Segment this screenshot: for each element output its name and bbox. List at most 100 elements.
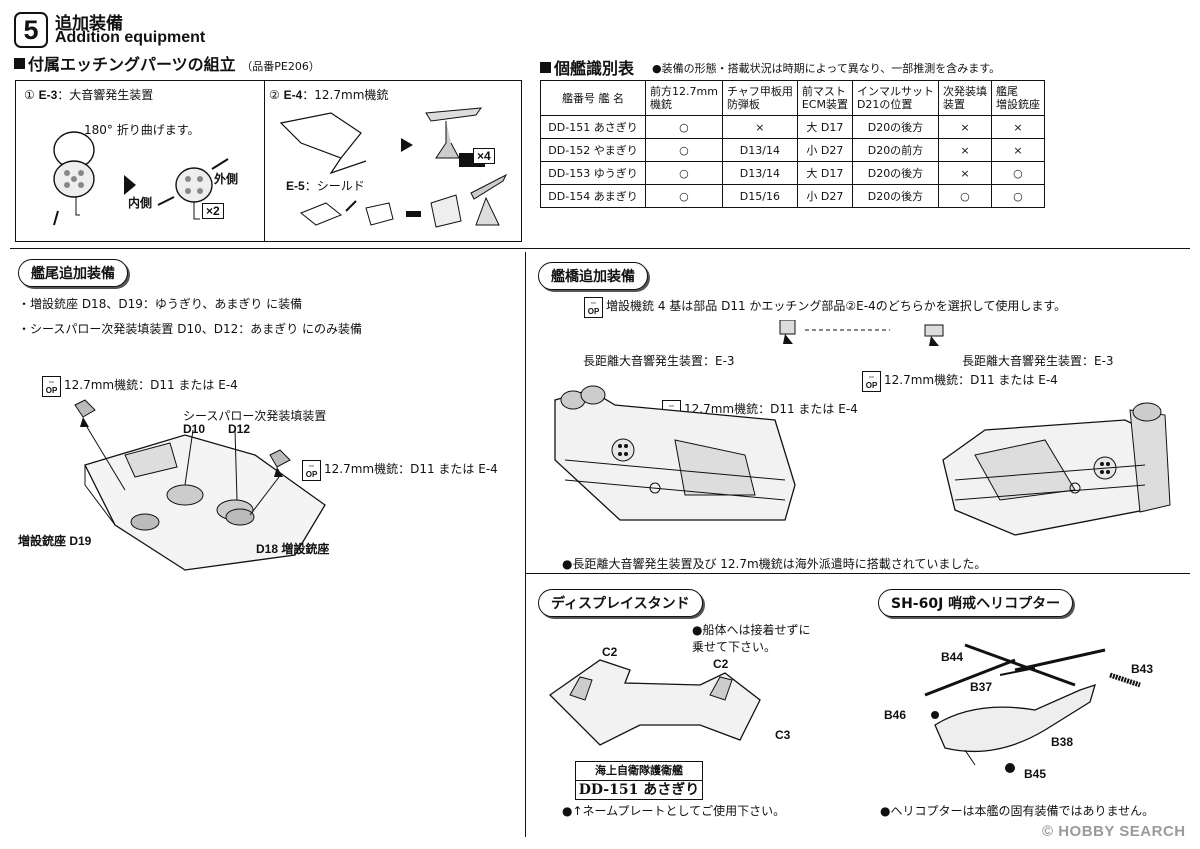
table-cell: × <box>937 115 992 139</box>
table-cell: DD-152 やまぎり <box>540 138 646 162</box>
bridge-diagrams <box>554 320 1171 536</box>
etching-section-title: 付属エッチングパーツの組立 （品番PE206） <box>14 51 320 75</box>
stand-note: ●船体へは接着せずに 乗せて下さい。 <box>692 623 811 654</box>
outer-side-label: 外側 <box>214 172 239 186</box>
inner-side-label: 内側 <box>128 196 153 210</box>
e4-diagram <box>279 107 508 228</box>
square-bullet-icon <box>540 62 551 73</box>
table-cell: ○ <box>990 161 1045 185</box>
heli-footer-note: ●ヘリコプターは本艦の固有装備ではありません。 <box>880 804 1155 818</box>
table-cell: × <box>721 115 798 139</box>
stern-note-2: ・シースパロー次発装填装置 D10、D12：あまぎり にのみ装備 <box>18 322 363 336</box>
table-row: DD-151 あさぎり ○ × 大 D17 D20の後方 × × <box>540 115 1045 139</box>
horizontal-divider <box>10 248 1190 249</box>
part-c3: C3 <box>775 728 791 742</box>
stern-ship-diagram <box>74 399 326 571</box>
table-header-cell: 艦尾 増設銃座 <box>990 80 1045 116</box>
table-cell: D13/14 <box>721 138 798 162</box>
stand-footer-note: ●↑ネームプレートとしてご使用下さい。 <box>562 804 786 818</box>
heli-section-title: SH-60J 哨戒ヘリコプター <box>878 589 1074 617</box>
table-header-cell: インマルサット D21の位置 <box>851 80 939 116</box>
table-header-cell: 次発装填 装置 <box>937 80 992 116</box>
part-b46: B46 <box>884 708 907 722</box>
step-title-jp: 追加装備 <box>55 14 123 34</box>
table-cell: D20の後方 <box>851 115 939 139</box>
table-cell: × <box>990 138 1045 162</box>
e3-diagram <box>53 131 229 226</box>
d18-label: D18 増設銃座 <box>256 542 330 556</box>
square-bullet-icon <box>14 58 25 69</box>
table-header-cell: 前マスト ECM装置 <box>796 80 853 116</box>
lrad-label-left: 長距離大音響発生装置：E-3 <box>583 354 735 368</box>
table-cell: ○ <box>645 115 723 139</box>
lrad-label-right: 長距離大音響発生装置：E-3 <box>962 354 1114 368</box>
table-cell: 大 D17 <box>796 161 853 185</box>
table-cell: D20の後方 <box>851 161 939 185</box>
part-b45: B45 <box>1024 767 1047 781</box>
name-plate-line-2: DD-151 あさぎり <box>578 782 700 798</box>
table-header-row: 艦番号 艦 名 前方12.7mm 機銃 チャフ甲板用 防弾板 前マスト ECM装… <box>540 80 1045 116</box>
table-cell: × <box>990 115 1045 139</box>
display-stand-diagram <box>548 659 761 746</box>
e3-label: ① E-3：大音響発生装置 <box>24 88 154 102</box>
table-cell: ○ <box>937 184 992 208</box>
e4-label: ② E-4：12.7mm機銃 <box>269 88 389 102</box>
table-cell: D20の前方 <box>851 138 939 162</box>
table-cell: ○ <box>645 184 723 208</box>
table-header-cell: 艦番号 艦 名 <box>540 80 646 116</box>
part-b37: B37 <box>970 680 993 694</box>
table-row: DD-153 ゆうぎり ○ D13/14 大 D17 D20の後方 × ○ <box>540 161 1045 185</box>
table-cell: DD-153 ゆうぎり <box>540 161 646 185</box>
etching-panel: ① E-3：大音響発生装置 180° 折り曲げます。 外側 内側 ×2 ② E-… <box>15 80 522 242</box>
identity-table: 艦番号 艦 名 前方12.7mm 機銃 チャフ甲板用 防弾板 前マスト ECM装… <box>540 80 1045 208</box>
table-cell: 小 D27 <box>796 138 853 162</box>
identity-note: ●装備の形態・搭載状況は時期によって異なり、一部推測を含みます。 <box>652 62 1001 75</box>
name-plate: 海上自衛隊護衛艦 DD-151 あさぎり <box>575 761 703 800</box>
table-cell: ○ <box>990 184 1045 208</box>
d19-label: 増設銃座 D19 <box>18 534 92 548</box>
stern-section-title: 艦尾追加装備 <box>18 259 128 287</box>
part-b44: B44 <box>941 650 964 664</box>
optional-part-icon: ⇔OP <box>302 460 321 481</box>
watermark: © HOBBY SEARCH <box>1042 823 1186 840</box>
part-c2-left: C2 <box>602 645 618 659</box>
optional-part-icon: ⇔OP <box>584 297 603 318</box>
table-header-cell: チャフ甲板用 防弾板 <box>721 80 798 116</box>
part-d12: D12 <box>228 422 251 436</box>
optional-part-icon: ⇔OP <box>42 376 61 397</box>
name-plate-line-1: 海上自衛隊護衛艦 <box>576 762 702 781</box>
table-cell: ○ <box>645 138 723 162</box>
table-cell: D13/14 <box>721 161 798 185</box>
e5-label: E-5：シールド <box>286 179 365 193</box>
bridge-section-title: 艦橋追加装備 <box>538 262 648 290</box>
table-cell: 大 D17 <box>796 115 853 139</box>
e3-qty-badge: ×2 <box>202 203 224 219</box>
optional-part-icon: ⇔OP <box>862 371 881 392</box>
table-row: DD-152 やまぎり ○ D13/14 小 D27 D20の前方 × × <box>540 138 1045 162</box>
table-cell: DD-154 あまぎり <box>540 184 646 208</box>
table-cell: D20の後方 <box>851 184 939 208</box>
table-cell: ○ <box>645 161 723 185</box>
stern-note-1: ・増設銃座 D18、D19：ゆうぎり、あまぎり に装備 <box>18 297 303 311</box>
step-number-badge: 5 <box>14 12 48 48</box>
table-cell: × <box>937 161 992 185</box>
part-d10: D10 <box>183 422 206 436</box>
table-cell: DD-151 あさぎり <box>540 115 646 139</box>
fold-instruction: 180° 折り曲げます。 <box>84 123 200 137</box>
table-cell: 小 D27 <box>796 184 853 208</box>
identity-section-title: 個艦識別表 <box>540 55 634 79</box>
reload-device-label: シースパロー次発装填装置 <box>183 409 327 423</box>
bridge-footer-note: ●長距離大音響発生装置及び 12.7m機銃は海外派遣時に搭載されていました。 <box>562 557 987 571</box>
horizontal-divider <box>525 573 1190 574</box>
table-header-cell: 前方12.7mm 機銃 <box>645 80 723 116</box>
part-b43: B43 <box>1131 662 1154 676</box>
vertical-divider <box>525 252 526 837</box>
part-b38: B38 <box>1051 735 1074 749</box>
part-c2-right: C2 <box>713 657 729 671</box>
table-cell: × <box>937 138 992 162</box>
table-cell: D15/16 <box>721 184 798 208</box>
